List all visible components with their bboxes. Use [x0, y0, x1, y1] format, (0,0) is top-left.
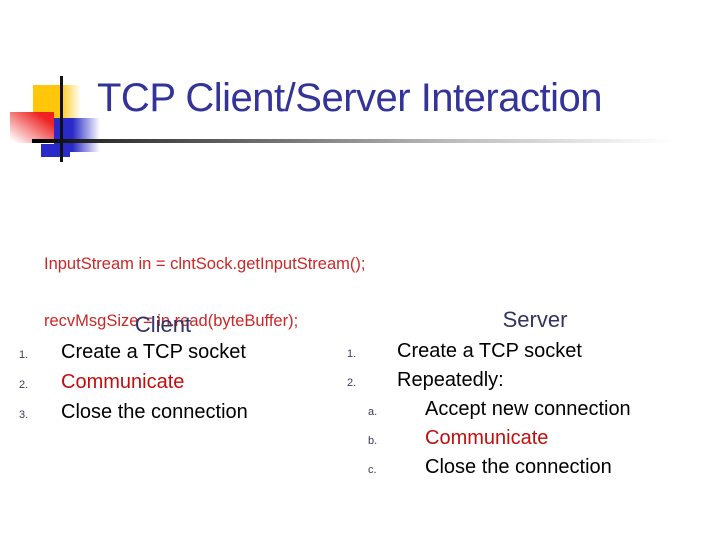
list-item-marker: 2.	[347, 377, 357, 389]
list-item-text: Accept new connection	[425, 398, 631, 420]
list-item-marker: 2.	[19, 379, 29, 391]
list-item: 2. Repeatedly:	[340, 366, 720, 395]
ornament-blue-small-square	[41, 144, 70, 157]
list-item: 3. Close the connection	[0, 397, 340, 427]
list-item-marker: 1.	[347, 348, 357, 360]
list-item-text: Close the connection	[425, 456, 612, 478]
client-steps-list: 1. Create a TCP socket 2. Communicate 3. Cl…	[0, 337, 340, 427]
list-item-text: Close the connection	[61, 401, 248, 423]
code-line-1: InputStream in = clntSock.getInputStream…	[44, 255, 366, 273]
list-item: 2. Communicate	[0, 367, 340, 397]
list-item-marker: c.	[368, 464, 377, 476]
list-item-text: Communicate	[61, 371, 185, 393]
list-item-marker: 3.	[19, 409, 29, 421]
list-sub-item: a. Accept new connection	[340, 395, 720, 424]
list-sub-item: c. Close the connection	[340, 453, 720, 482]
ornament-red-square	[10, 112, 54, 143]
list-item: 1. Create a TCP socket	[0, 337, 340, 367]
list-item-marker: b.	[368, 435, 378, 447]
server-steps-list: 1. Create a TCP socket 2. Repeatedly: a. Ac…	[340, 337, 720, 482]
client-column-heading: Client	[134, 312, 192, 337]
title-underline-rule	[32, 139, 672, 143]
server-column-heading: Server	[502, 307, 568, 332]
list-item: 1. Create a TCP socket	[340, 337, 720, 366]
list-sub-item: b. Communicate	[340, 424, 720, 453]
list-item-text: Repeatedly:	[397, 369, 504, 391]
slide-title: TCP Client/Server Interaction	[97, 76, 602, 120]
list-item-text: Create a TCP socket	[61, 341, 246, 363]
ornament-vertical-line	[60, 76, 63, 162]
code-snippet: InputStream in = clntSock.getInputStream…	[44, 217, 365, 369]
list-item-text: Create a TCP socket	[397, 340, 582, 362]
code-line-2: recvMsgSize = in.read(byteBuffer);	[44, 312, 299, 330]
list-item-marker: 1.	[19, 349, 29, 361]
list-item-marker: a.	[368, 406, 378, 418]
list-item-text: Communicate	[425, 427, 549, 449]
